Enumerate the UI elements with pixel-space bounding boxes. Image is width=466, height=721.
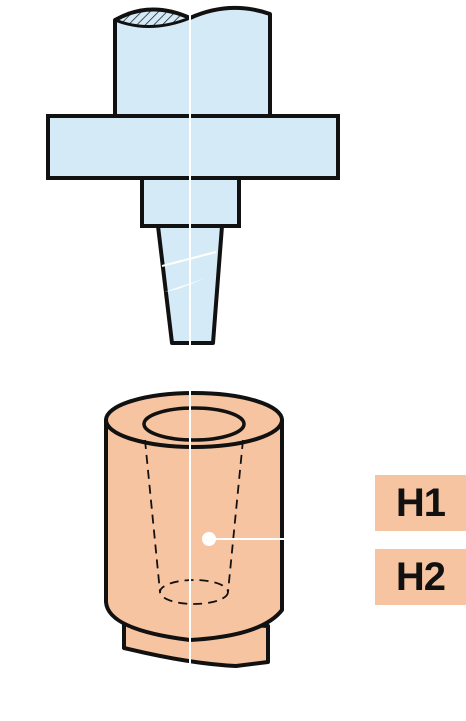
die-body — [104, 418, 284, 642]
bore-hidden-bottom — [159, 579, 229, 605]
h2-label: H2 — [375, 549, 466, 605]
bore-hidden-left — [144, 439, 161, 593]
tip-glint-icon — [164, 278, 206, 292]
die-bore-opening — [142, 406, 246, 442]
die — [104, 391, 286, 668]
bore-hidden-right — [227, 439, 244, 593]
punch-flange — [46, 114, 340, 180]
reference-dot — [202, 532, 216, 546]
punch — [46, 5, 340, 345]
h1-label: H1 — [375, 475, 466, 531]
